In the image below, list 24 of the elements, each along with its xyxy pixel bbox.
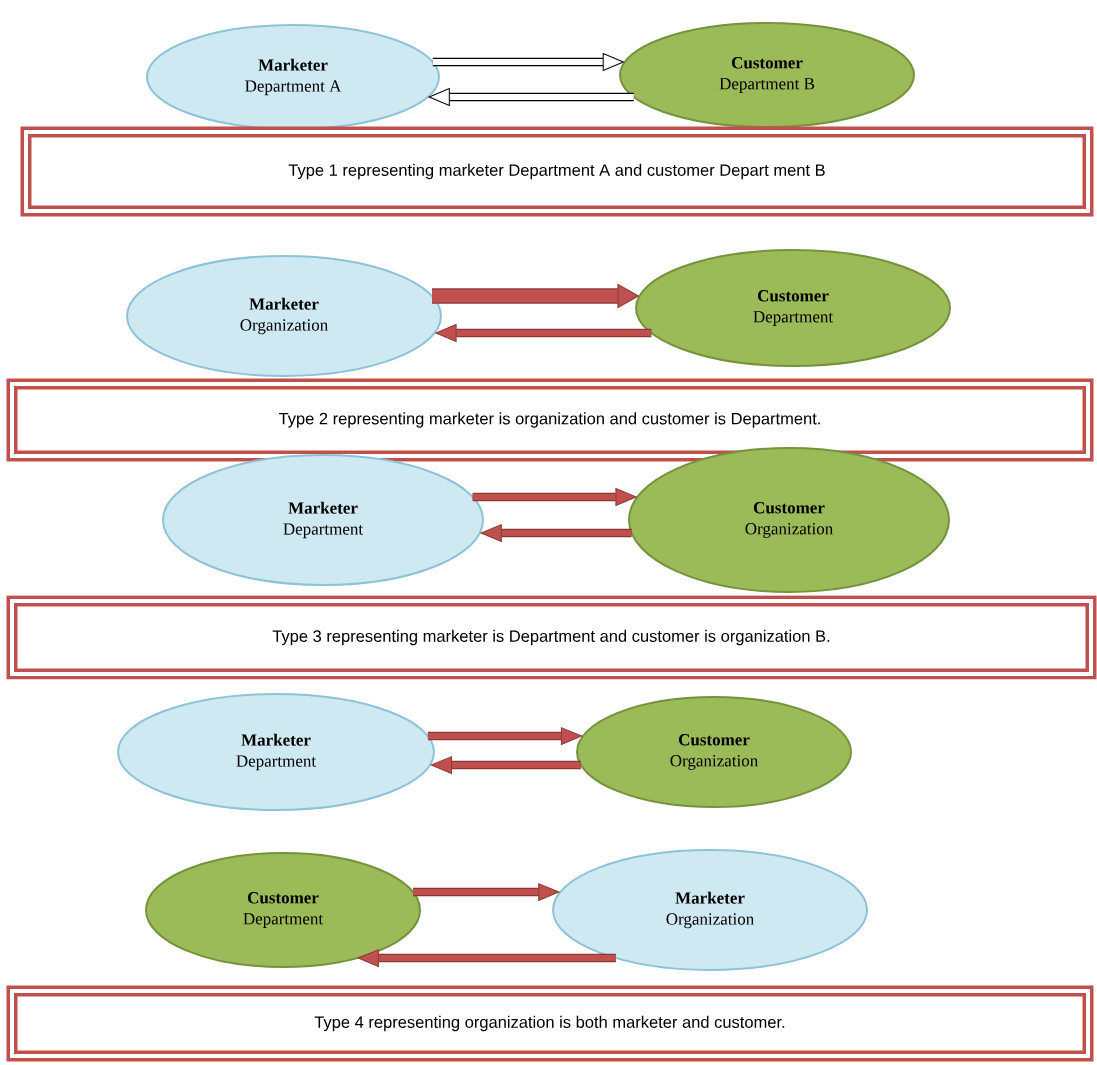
oval-node: Customer Organization	[628, 447, 950, 593]
block-arrow	[435, 324, 652, 342]
oval-node: Marketer Organization	[552, 849, 868, 971]
block-arrow	[430, 756, 581, 774]
block-arrow	[427, 727, 583, 745]
oval-node: Customer Organization	[576, 696, 852, 808]
oval-node: Customer Department	[635, 249, 951, 367]
oval-node: Marketer Organization	[126, 255, 442, 377]
oval-node: Marketer Department	[162, 454, 484, 586]
caption-box: Type 2 representing marketer is organization and customer is Department.	[6, 378, 1094, 462]
block-arrow	[432, 283, 639, 309]
caption-box: Type 3 representing marketer is Department and customer is organization B.	[6, 595, 1097, 680]
oval-node: Customer Department B	[619, 22, 915, 128]
oval-node: Customer Department	[145, 852, 421, 968]
block-arrow	[413, 883, 560, 901]
block-arrow	[432, 53, 624, 71]
block-arrow	[357, 949, 616, 967]
block-arrow	[472, 488, 637, 506]
oval-node: Marketer Department A	[146, 24, 440, 130]
block-arrow	[428, 88, 634, 106]
oval-node: Marketer Department	[117, 693, 435, 811]
block-arrow	[480, 524, 632, 542]
caption-box: Type 4 representing organization is both marketer and customer.	[6, 985, 1094, 1062]
caption-box: Type 1 representing marketer Department A and customer Depart ment B	[20, 126, 1094, 217]
